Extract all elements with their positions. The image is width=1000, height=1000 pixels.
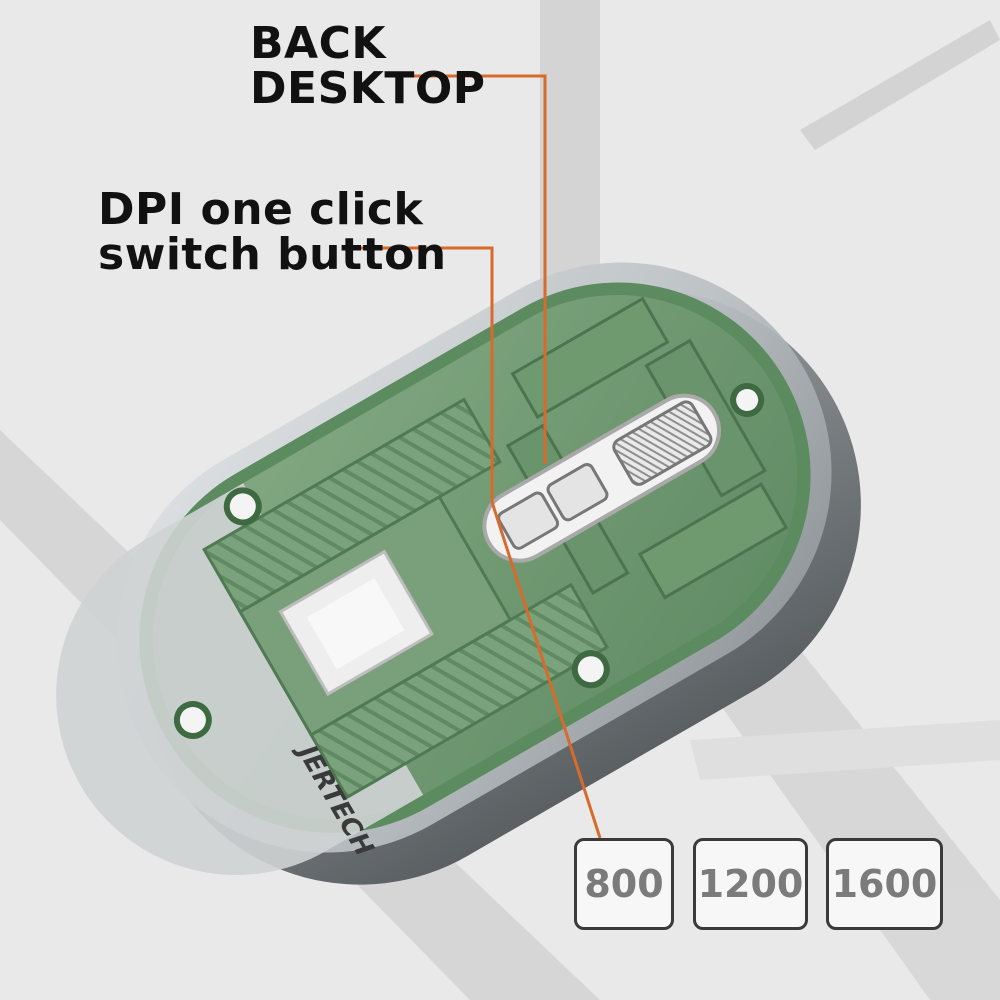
dpi-options-callout-line — [490, 501, 602, 839]
dpi-option-1600: 1600 — [826, 838, 943, 930]
dpi-option-1200: 1200 — [693, 838, 808, 930]
back-desktop-callout-line — [410, 74, 547, 464]
dpi-switch-label: DPI one click switch button — [98, 184, 447, 280]
mouse-body: JERTECH — [56, 262, 861, 885]
callout-lines — [360, 74, 602, 839]
back-desktop-label: BACK DESKTOP — [250, 18, 486, 114]
dpi-switch-callout-line — [360, 246, 494, 502]
dpi-option-800: 800 — [574, 838, 674, 930]
